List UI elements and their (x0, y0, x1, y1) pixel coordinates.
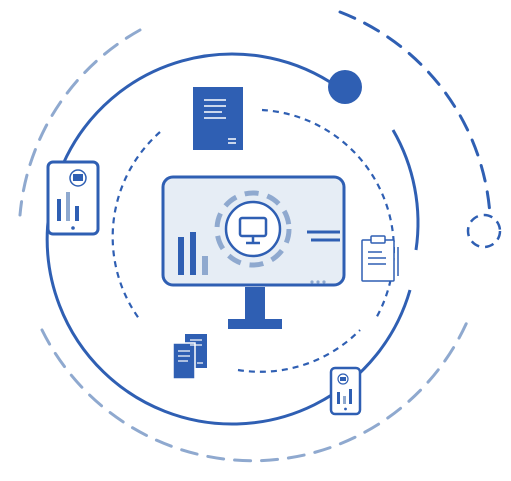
monitor-bar-3 (202, 256, 208, 275)
inner-orbit-left (111, 131, 161, 321)
monitor-bar-2 (190, 232, 196, 275)
stacked-documents-icon (172, 334, 207, 380)
inner-orbit-right (261, 108, 395, 321)
tablet-chart-icon (46, 160, 100, 236)
small-dashed-ring (466, 213, 502, 249)
mini-monitor-icon (238, 216, 268, 245)
phone-chart-icon (329, 366, 362, 416)
middle-orbit-right-arc (391, 129, 420, 251)
monitor-focus-ring (214, 190, 292, 268)
monitor-icon (161, 175, 346, 329)
monitor-bar-1 (178, 237, 184, 275)
outer-orbit-upper-right (338, 10, 492, 217)
document-icon (193, 87, 243, 150)
outer-orbit-bottom (40, 313, 472, 463)
middle-orbit (45, 52, 412, 426)
clipboard-icon (361, 235, 399, 282)
outer-orbit-upper-left (18, 28, 142, 217)
orbit-dot-icon (328, 70, 362, 104)
inner-orbit-bottom (237, 329, 361, 373)
